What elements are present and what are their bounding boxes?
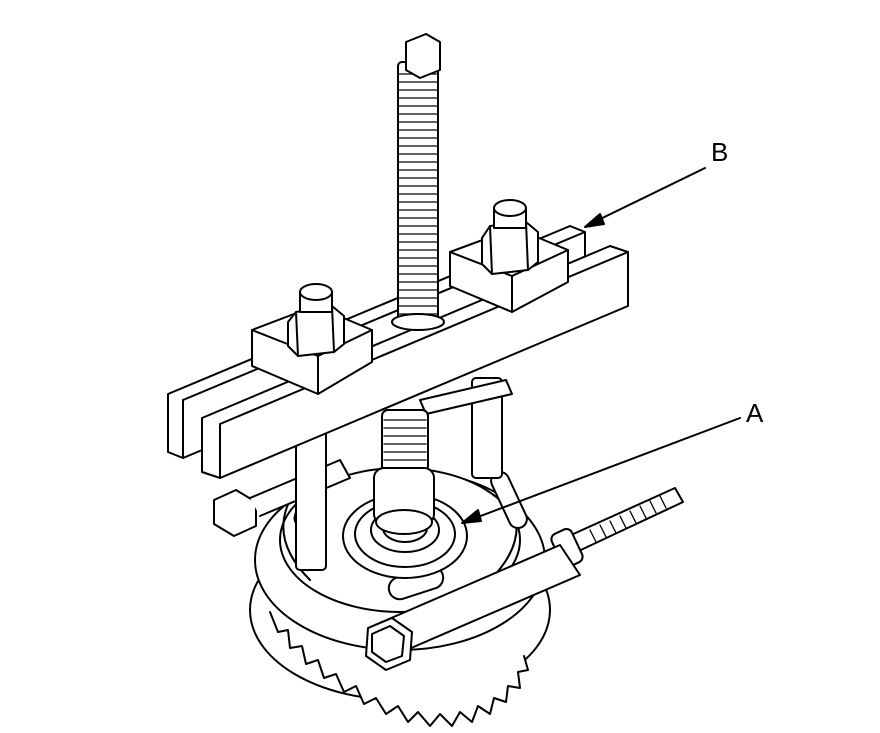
leader-lines [461, 167, 741, 524]
shaft-square-head [405, 33, 441, 79]
tie-rods [295, 377, 513, 571]
callout-label-b: B [711, 137, 729, 167]
center-shaft-upper [391, 33, 445, 331]
clamp-block-right [449, 199, 569, 313]
clamp-block-left [251, 283, 373, 395]
callout-label-a: A [746, 398, 764, 428]
center-shaft-lower [373, 409, 435, 535]
jaw-assembly [213, 459, 684, 671]
